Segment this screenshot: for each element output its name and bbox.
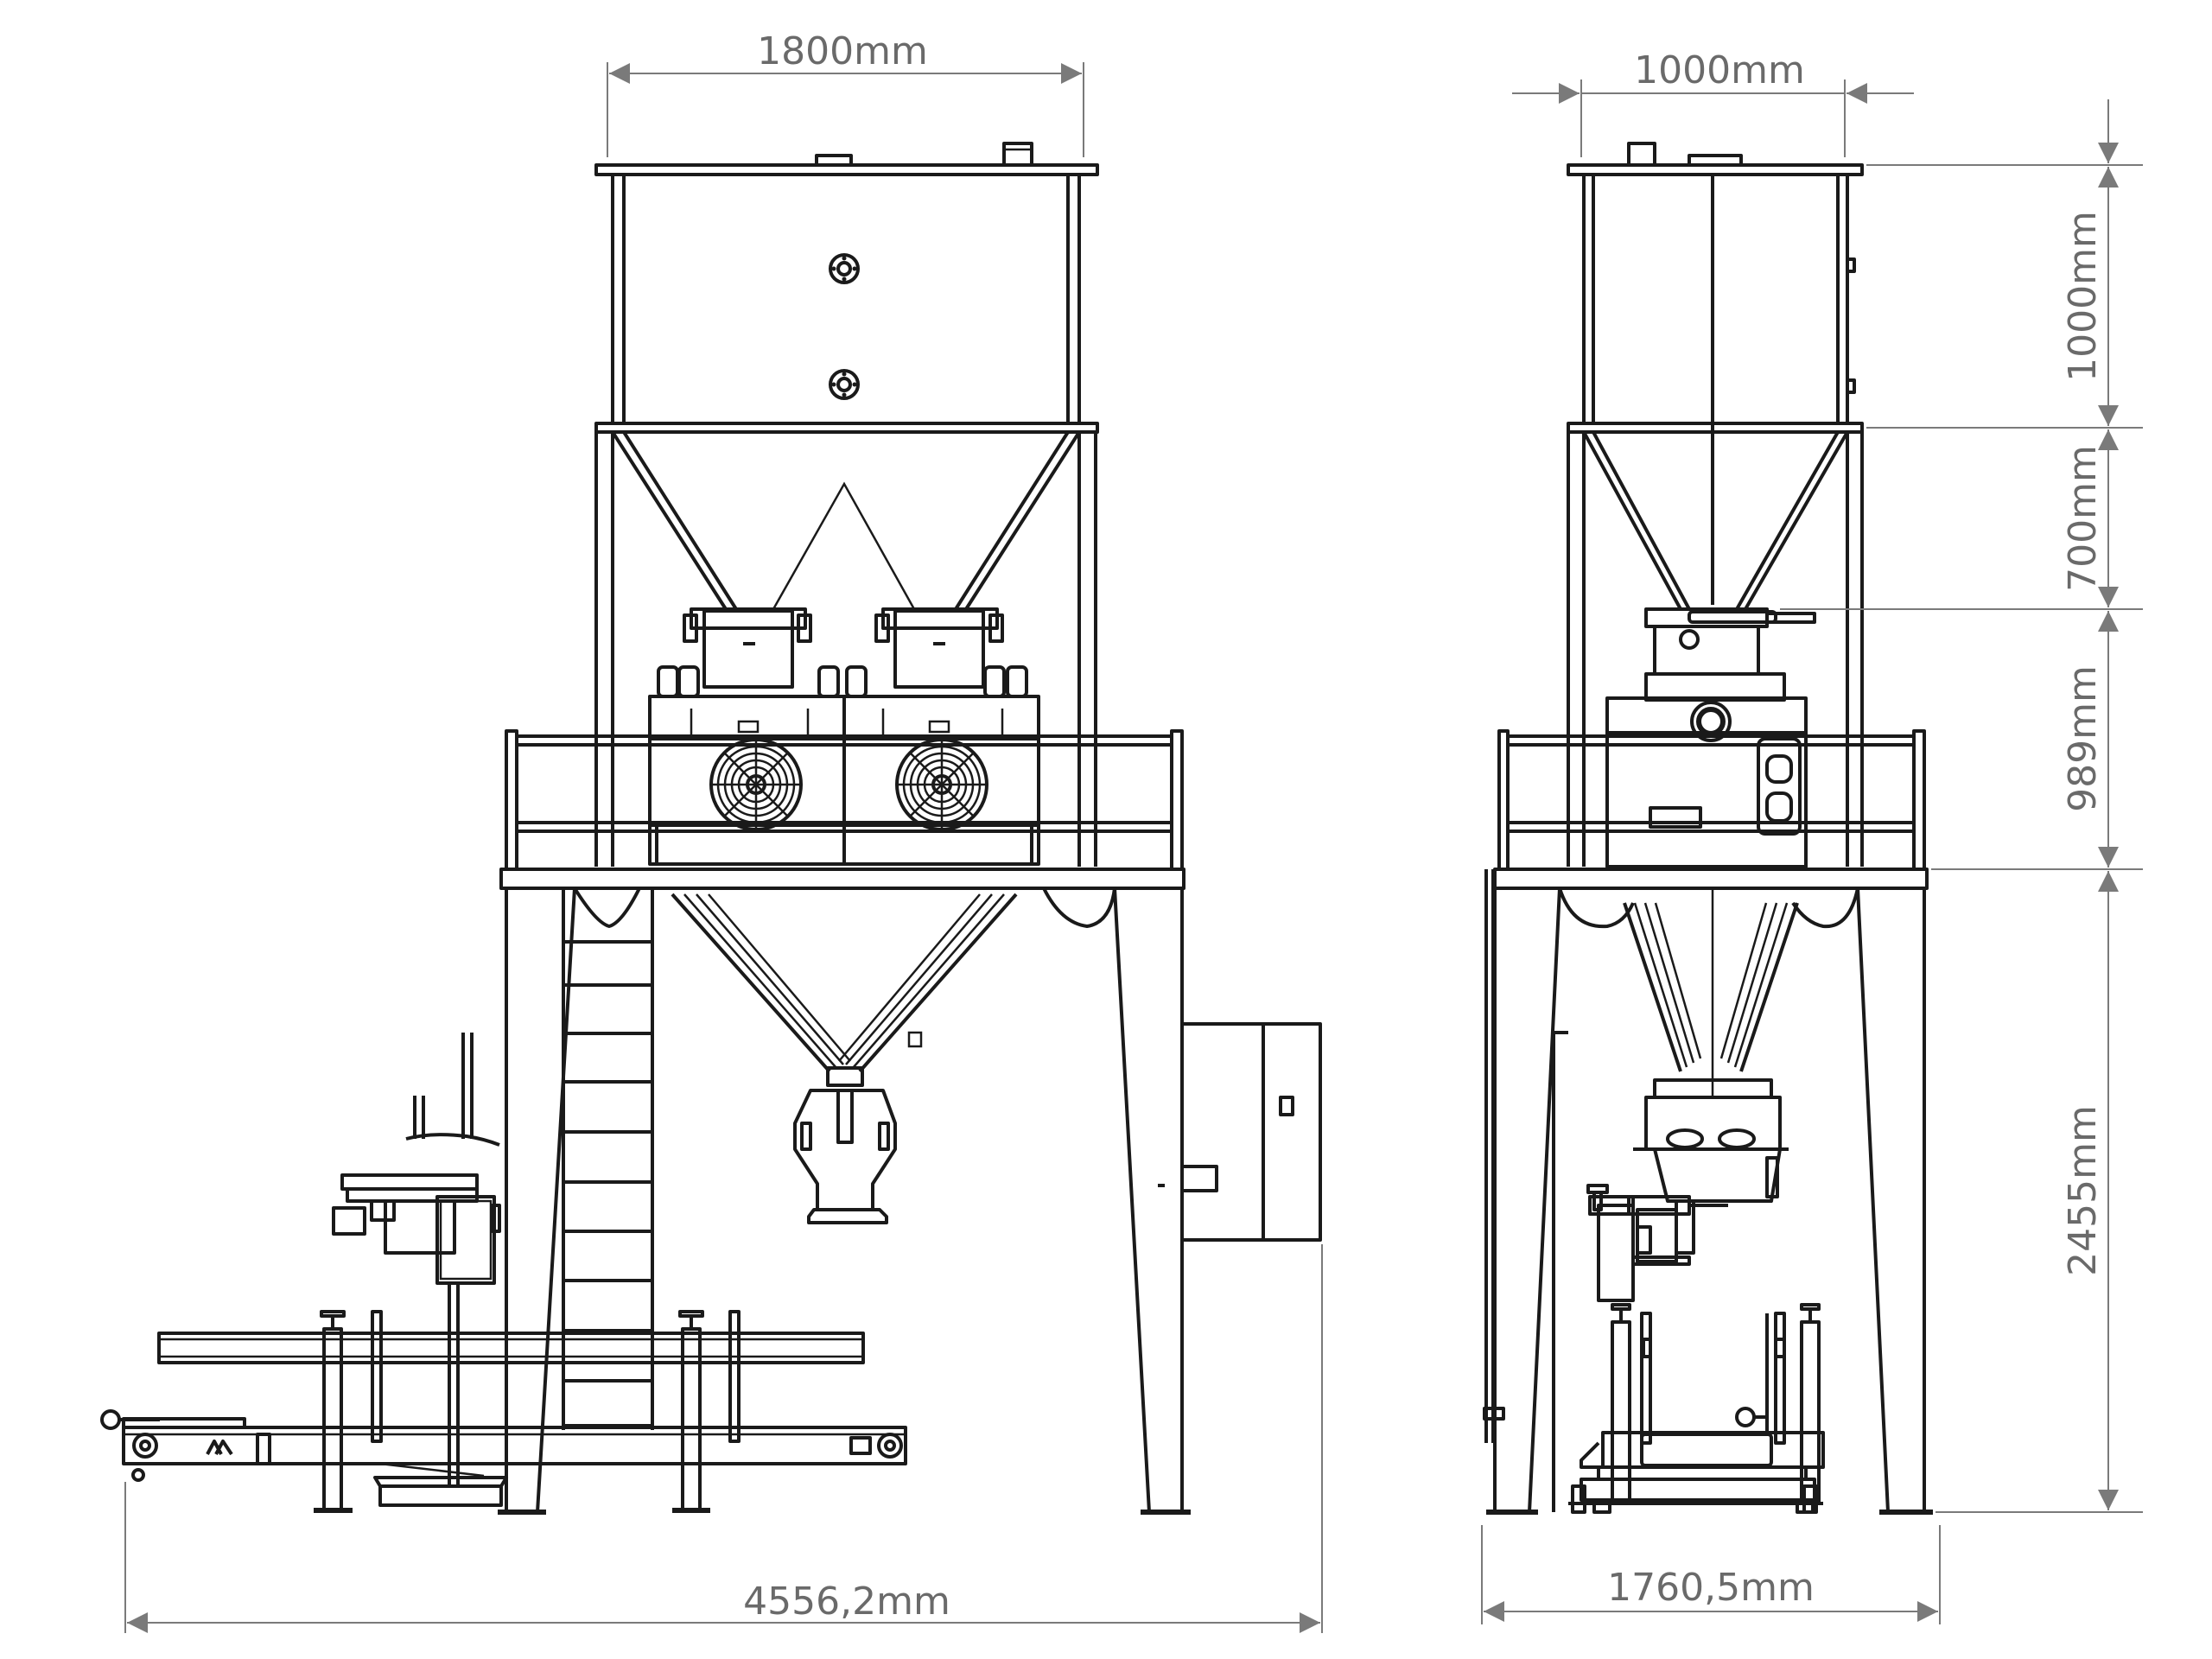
main-legs	[498, 887, 1191, 1515]
silo-cone	[594, 430, 1097, 867]
dim-side-footprint: 1760,5mm	[1481, 1525, 1941, 1624]
side-legs	[1483, 869, 1933, 1515]
dim-label-cone-height: 700mm	[2061, 445, 2105, 592]
discharge-funnel	[671, 893, 1018, 1073]
dim-vertical-chain: 1000mm 700mm 989mm 2455mm	[1780, 99, 2143, 1513]
dim-label-leg-height: 2455mm	[2061, 1105, 2105, 1276]
side-view: 1000mm 1760,5mm 1000mm 700mm 989mm 2455m…	[1481, 48, 2143, 1624]
silo-body	[611, 173, 1081, 423]
actuators	[657, 665, 1028, 698]
dim-label-platform-height: 989mm	[2061, 665, 2105, 812]
side-funnel	[1623, 888, 1799, 1097]
fan-grille-icon	[709, 738, 803, 831]
inspection-port-icon	[829, 253, 860, 284]
electrical-box	[1158, 1022, 1322, 1242]
fan-grille-icon	[895, 738, 988, 831]
platform-deck	[499, 868, 1185, 890]
side-clamp	[1633, 1078, 1789, 1203]
dim-label-side-width: 1000mm	[1634, 48, 1805, 92]
side-sewing	[1586, 1184, 1728, 1302]
side-silo-body	[1567, 175, 1864, 605]
side-cabinet	[1605, 731, 1808, 868]
dim-front-width: 1800mm	[607, 29, 1084, 157]
ladder	[562, 888, 654, 1430]
side-silo-cone	[1567, 431, 1864, 867]
weigh-hopper-right	[874, 607, 1004, 689]
front-view: 1800mm 4556,2mm	[100, 29, 1323, 1633]
dim-label-side-footprint: 1760,5mm	[1607, 1566, 1815, 1610]
side-deck	[1493, 868, 1929, 890]
silo-joint	[594, 422, 1099, 434]
platform-railing	[505, 729, 1184, 871]
dim-side-width: 1000mm	[1512, 48, 1914, 157]
manufacturer-logo	[206, 1440, 233, 1456]
side-weigher	[1605, 607, 1816, 742]
conveyor-posts	[314, 1310, 741, 1513]
bag-clamp	[793, 1066, 897, 1224]
dim-label-silo-height: 1000mm	[2061, 211, 2105, 382]
control-cabinet	[648, 695, 1040, 866]
dim-label-total-length: 4556,2mm	[743, 1580, 950, 1624]
weigh-hopper-left	[683, 607, 812, 689]
conveyor-belt	[100, 1409, 907, 1488]
conveyor-rail	[157, 1332, 865, 1364]
side-bag-support	[1568, 1303, 1825, 1514]
sewing-unit	[332, 1033, 503, 1507]
inspection-port-icon	[829, 369, 860, 400]
dim-total-length: 4556,2mm	[124, 1244, 1323, 1633]
side-silo-top	[1567, 142, 1864, 176]
dim-label-front-width: 1800mm	[757, 29, 928, 73]
silo-top	[594, 142, 1099, 176]
